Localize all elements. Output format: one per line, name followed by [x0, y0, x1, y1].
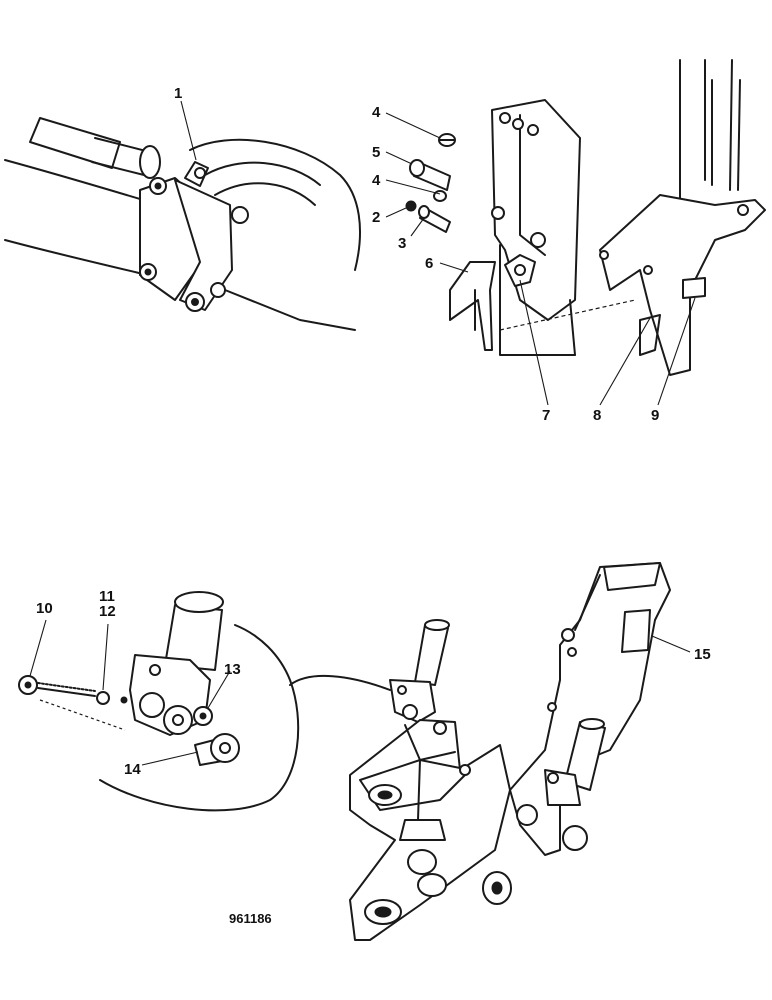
callout-5: 5 [372, 144, 380, 161]
callout-2: 2 [372, 209, 380, 226]
kingpost-casting [349, 619, 512, 941]
pins-and-fixings [405, 133, 456, 233]
callout-9: 9 [651, 407, 659, 424]
kingpost-bracket [491, 99, 581, 356]
boom-ram-assembly [4, 117, 361, 331]
leader-lines [29, 100, 696, 766]
callout-4-top: 4 [372, 104, 381, 121]
callout-12: 12 [99, 603, 116, 620]
mainframe-column [499, 59, 766, 376]
callout-labels: 1 4 5 4 2 3 6 7 8 9 10 11 12 13 14 15 96… [36, 85, 711, 926]
pivot-detail [18, 591, 300, 812]
wear-pads [449, 254, 536, 351]
callout-13: 13 [224, 661, 241, 678]
drawing-number: 961186 [229, 911, 272, 926]
callout-11: 11 [99, 588, 115, 605]
callout-14: 14 [124, 761, 141, 778]
callout-7: 7 [542, 407, 550, 424]
callout-3: 3 [398, 235, 406, 252]
callout-1: 1 [174, 85, 182, 102]
dipper-arm [509, 562, 671, 856]
callout-6: 6 [425, 255, 433, 272]
callout-10: 10 [36, 600, 53, 617]
callout-15: 15 [694, 646, 711, 663]
callout-4-lower: 4 [372, 172, 381, 189]
callout-8: 8 [593, 407, 601, 424]
detail-connector [289, 675, 391, 691]
